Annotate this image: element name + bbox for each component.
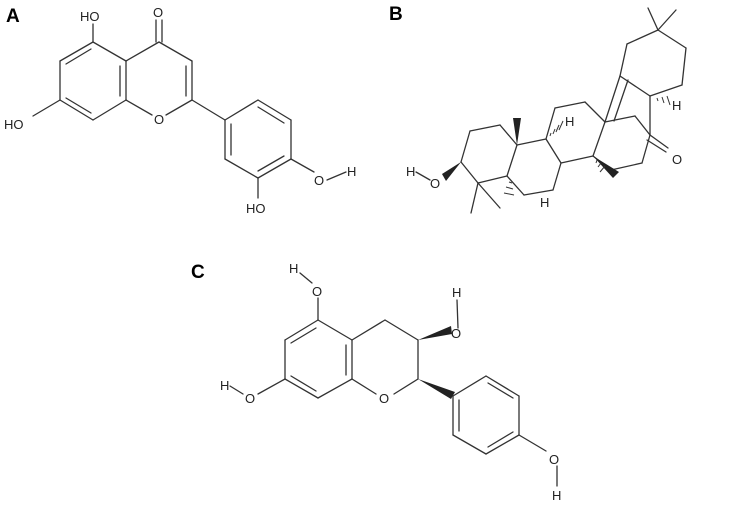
panel-label-a: A <box>6 6 20 27</box>
atom-label: H <box>552 488 561 503</box>
structure-c: C <box>191 261 561 503</box>
panel-label-b: B <box>389 4 403 25</box>
atom-label: O <box>549 452 559 467</box>
atom-label: H <box>565 114 574 129</box>
atom-label: O <box>672 152 682 167</box>
structure-a-bonds <box>32 19 347 199</box>
atom-label: O <box>154 112 164 127</box>
structure-a: A <box>4 5 356 216</box>
atom-label: O <box>430 176 440 191</box>
atom-label: H <box>406 164 415 179</box>
atom-label: HO <box>80 9 100 24</box>
atom-label: H <box>672 98 681 113</box>
atom-label: H <box>452 285 461 300</box>
atom-label: O <box>451 326 461 341</box>
panel-label-c: C <box>191 262 205 283</box>
atom-label: H <box>347 164 356 179</box>
atom-label: O <box>312 284 322 299</box>
atom-label: O <box>379 391 389 406</box>
hashed-bonds <box>503 95 671 196</box>
atom-label: O <box>314 173 324 188</box>
atom-label: O <box>153 5 163 20</box>
structure-b-bonds <box>415 7 687 214</box>
structure-c-bonds <box>229 272 558 487</box>
atom-label: HO <box>246 201 266 216</box>
atom-label: H <box>220 378 229 393</box>
structure-b: B <box>389 4 687 214</box>
atom-label: O <box>245 391 255 406</box>
atom-label: HO <box>4 117 24 132</box>
atom-label: H <box>540 195 549 210</box>
atom-label: H <box>289 261 298 276</box>
